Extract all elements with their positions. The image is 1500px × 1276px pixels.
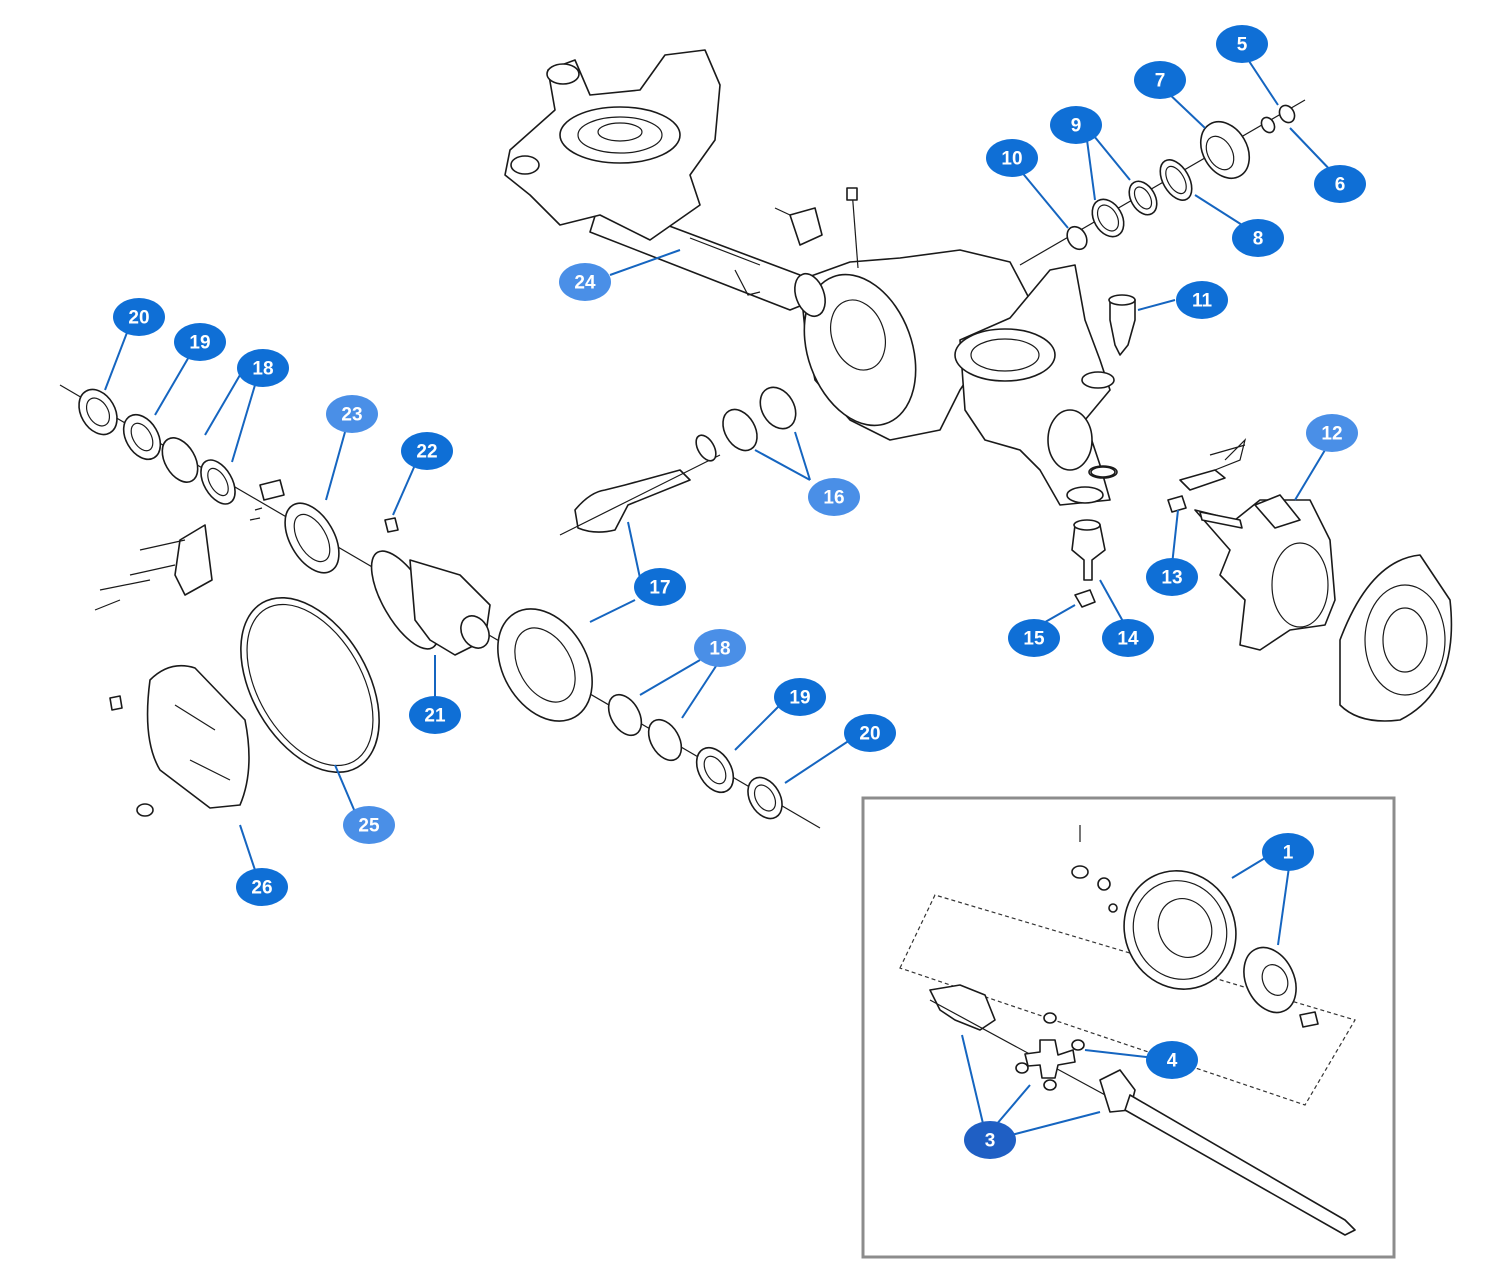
pinion-upper-parts bbox=[1019, 99, 1306, 266]
callout-number: 15 bbox=[1023, 629, 1045, 650]
callout-number: 19 bbox=[189, 333, 210, 354]
callout-bubble bbox=[1134, 61, 1186, 99]
callout-number: 5 bbox=[1237, 35, 1248, 56]
callout-c9: 9 bbox=[1050, 106, 1102, 144]
callout-c12: 12 bbox=[1306, 414, 1358, 452]
axle-housing bbox=[504, 49, 1118, 506]
callout-c3: 3 bbox=[964, 1121, 1016, 1159]
callout-number: 22 bbox=[416, 442, 437, 463]
callout-c18b: 18 bbox=[694, 629, 746, 667]
inset-panel bbox=[861, 796, 1396, 1259]
callout-c20a: 20 bbox=[113, 298, 165, 336]
callout-number: 3 bbox=[985, 1131, 996, 1152]
callout-c19b: 19 bbox=[774, 678, 826, 716]
callout-bubble bbox=[237, 349, 289, 387]
callout-bubble bbox=[1102, 619, 1154, 657]
callout-bubble bbox=[1146, 558, 1198, 596]
left-side-parts bbox=[59, 384, 821, 829]
callout-number: 8 bbox=[1253, 229, 1264, 250]
callout-c10: 10 bbox=[986, 139, 1038, 177]
callout-bubble bbox=[774, 678, 826, 716]
callout-c8: 8 bbox=[1232, 219, 1284, 257]
callout-number: 14 bbox=[1117, 629, 1139, 650]
callout-bubble bbox=[174, 323, 226, 361]
callout-bubble bbox=[326, 395, 378, 433]
callout-number: 18 bbox=[252, 359, 273, 380]
callout-c16: 16 bbox=[808, 478, 860, 516]
callout-bubble bbox=[401, 432, 453, 470]
callout-bubble bbox=[1146, 1041, 1198, 1079]
callout-bubble bbox=[844, 714, 896, 752]
callout-c7: 7 bbox=[1134, 61, 1186, 99]
callout-number: 11 bbox=[1192, 291, 1213, 312]
callout-number: 10 bbox=[1001, 149, 1022, 170]
callout-bubble bbox=[1176, 281, 1228, 319]
callout-bubble bbox=[1216, 25, 1268, 63]
callout-number: 24 bbox=[574, 273, 596, 294]
callout-bubble bbox=[634, 568, 686, 606]
callout-number: 13 bbox=[1161, 568, 1182, 589]
callout-bubble bbox=[1008, 619, 1060, 657]
lower-ball-joint bbox=[1071, 466, 1187, 608]
callout-bubble bbox=[986, 139, 1038, 177]
callout-number: 20 bbox=[859, 724, 880, 745]
callout-bubble bbox=[1232, 219, 1284, 257]
callout-bubble bbox=[236, 868, 288, 906]
callout-number: 17 bbox=[649, 578, 670, 599]
upper-ball-joint bbox=[1108, 294, 1136, 356]
callout-bubble bbox=[1050, 106, 1102, 144]
callout-number: 4 bbox=[1167, 1051, 1178, 1072]
callout-number: 12 bbox=[1321, 424, 1342, 445]
callout-c24: 24 bbox=[559, 263, 611, 301]
callout-c22: 22 bbox=[401, 432, 453, 470]
callout-badges: 1345678910111213141516171818191920202122… bbox=[113, 25, 1366, 1159]
callout-number: 6 bbox=[1335, 175, 1346, 196]
callout-number: 18 bbox=[709, 639, 730, 660]
callout-number: 1 bbox=[1283, 843, 1294, 864]
steering-knuckle bbox=[1179, 438, 1336, 651]
callout-bubble bbox=[964, 1121, 1016, 1159]
callout-c23: 23 bbox=[326, 395, 378, 433]
callout-c11: 11 bbox=[1176, 281, 1228, 319]
callout-number: 9 bbox=[1071, 116, 1082, 137]
callout-c1a: 1 bbox=[1262, 833, 1314, 871]
callout-number: 23 bbox=[341, 405, 362, 426]
callout-number: 20 bbox=[128, 308, 149, 329]
callout-bubble bbox=[808, 478, 860, 516]
callout-c21: 21 bbox=[409, 696, 461, 734]
callout-number: 25 bbox=[358, 816, 380, 837]
callout-number: 21 bbox=[424, 706, 446, 727]
callout-number: 16 bbox=[823, 488, 844, 509]
callout-c17: 17 bbox=[634, 568, 686, 606]
leader-lines bbox=[104, 54, 1336, 871]
callout-c14: 14 bbox=[1102, 619, 1154, 657]
callout-c15: 15 bbox=[1008, 619, 1060, 657]
callout-bubble bbox=[1314, 165, 1366, 203]
callout-bubble bbox=[409, 696, 461, 734]
callout-c20b: 20 bbox=[844, 714, 896, 752]
callout-bubble bbox=[1262, 833, 1314, 871]
callout-bubble bbox=[559, 263, 611, 301]
callout-c13: 13 bbox=[1146, 558, 1198, 596]
callout-c19a: 19 bbox=[174, 323, 226, 361]
callout-bubble bbox=[113, 298, 165, 336]
callout-bubble bbox=[1306, 414, 1358, 452]
callout-bubble bbox=[694, 629, 746, 667]
callout-c26: 26 bbox=[236, 868, 288, 906]
callout-number: 26 bbox=[251, 878, 272, 899]
callout-number: 19 bbox=[789, 688, 810, 709]
brake-dust-shield bbox=[1339, 554, 1453, 722]
callout-number: 7 bbox=[1155, 71, 1166, 92]
callout-c25: 25 bbox=[343, 806, 395, 844]
callout-c6: 6 bbox=[1314, 165, 1366, 203]
callout-c4: 4 bbox=[1146, 1041, 1198, 1079]
callout-bubble bbox=[343, 806, 395, 844]
callout-c5: 5 bbox=[1216, 25, 1268, 63]
callout-c18a: 18 bbox=[237, 349, 289, 387]
